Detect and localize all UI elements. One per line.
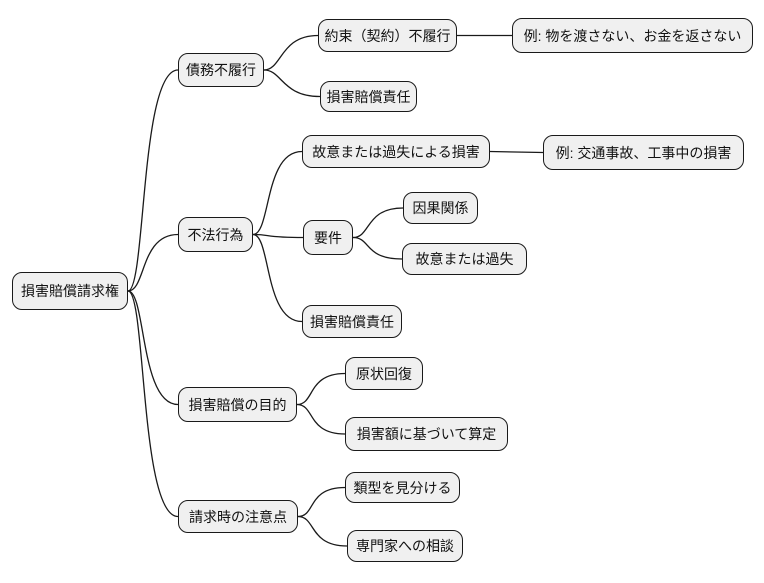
node-identify-type[interactable]: 類型を見分ける bbox=[345, 472, 460, 503]
edge-to-causation bbox=[352, 207, 404, 239]
edge-to-tort-liability bbox=[252, 233, 303, 323]
node-tort[interactable]: 不法行為 bbox=[178, 217, 253, 252]
node-claim-cautions[interactable]: 請求時の注意点 bbox=[178, 500, 298, 533]
edge-to-requirements bbox=[252, 233, 304, 239]
edge-to-consult-expert bbox=[297, 515, 348, 547]
node-damages-purpose[interactable]: 損害賠償の目的 bbox=[178, 387, 297, 422]
edge-to-claim-cautions bbox=[127, 290, 179, 518]
node-requirements[interactable]: 要件 bbox=[303, 220, 353, 255]
node-tort-example[interactable]: 例: 交通事故、工事中の損害 bbox=[543, 135, 744, 170]
edge-to-restoration bbox=[296, 372, 346, 406]
node-restoration[interactable]: 原状回復 bbox=[345, 357, 423, 390]
edge-to-default-obligation bbox=[127, 69, 179, 292]
node-breach-example[interactable]: 例: 物を渡さない、お金を返さない bbox=[512, 18, 753, 53]
edge-to-promise-breach bbox=[263, 34, 319, 71]
edge-to-intent-negligence bbox=[352, 236, 403, 260]
node-breach-liability[interactable]: 損害賠償責任 bbox=[320, 81, 417, 112]
node-default-obligation[interactable]: 債務不履行 bbox=[178, 53, 264, 87]
edge-to-breach-liability bbox=[263, 69, 321, 98]
edge-to-calculation bbox=[296, 403, 346, 435]
node-tort-liability[interactable]: 損害賠償責任 bbox=[302, 305, 402, 338]
edge-to-tort bbox=[127, 233, 179, 292]
edge-to-damages-purpose bbox=[127, 290, 179, 406]
edge-to-tort-example bbox=[489, 150, 544, 154]
node-root[interactable]: 損害賠償請求権 bbox=[12, 272, 128, 310]
node-tort-damage[interactable]: 故意または過失による損害 bbox=[302, 135, 490, 168]
node-promise-breach[interactable]: 約束（契約）不履行 bbox=[318, 19, 457, 52]
edge-to-identify-type bbox=[297, 486, 346, 518]
edge-to-tort-damage bbox=[252, 150, 303, 236]
node-intent-negligence[interactable]: 故意または過失 bbox=[402, 243, 527, 275]
node-consult-expert[interactable]: 専門家への相談 bbox=[347, 530, 463, 562]
node-causation[interactable]: 因果関係 bbox=[403, 192, 478, 224]
node-calculation[interactable]: 損害額に基づいて算定 bbox=[345, 417, 508, 451]
